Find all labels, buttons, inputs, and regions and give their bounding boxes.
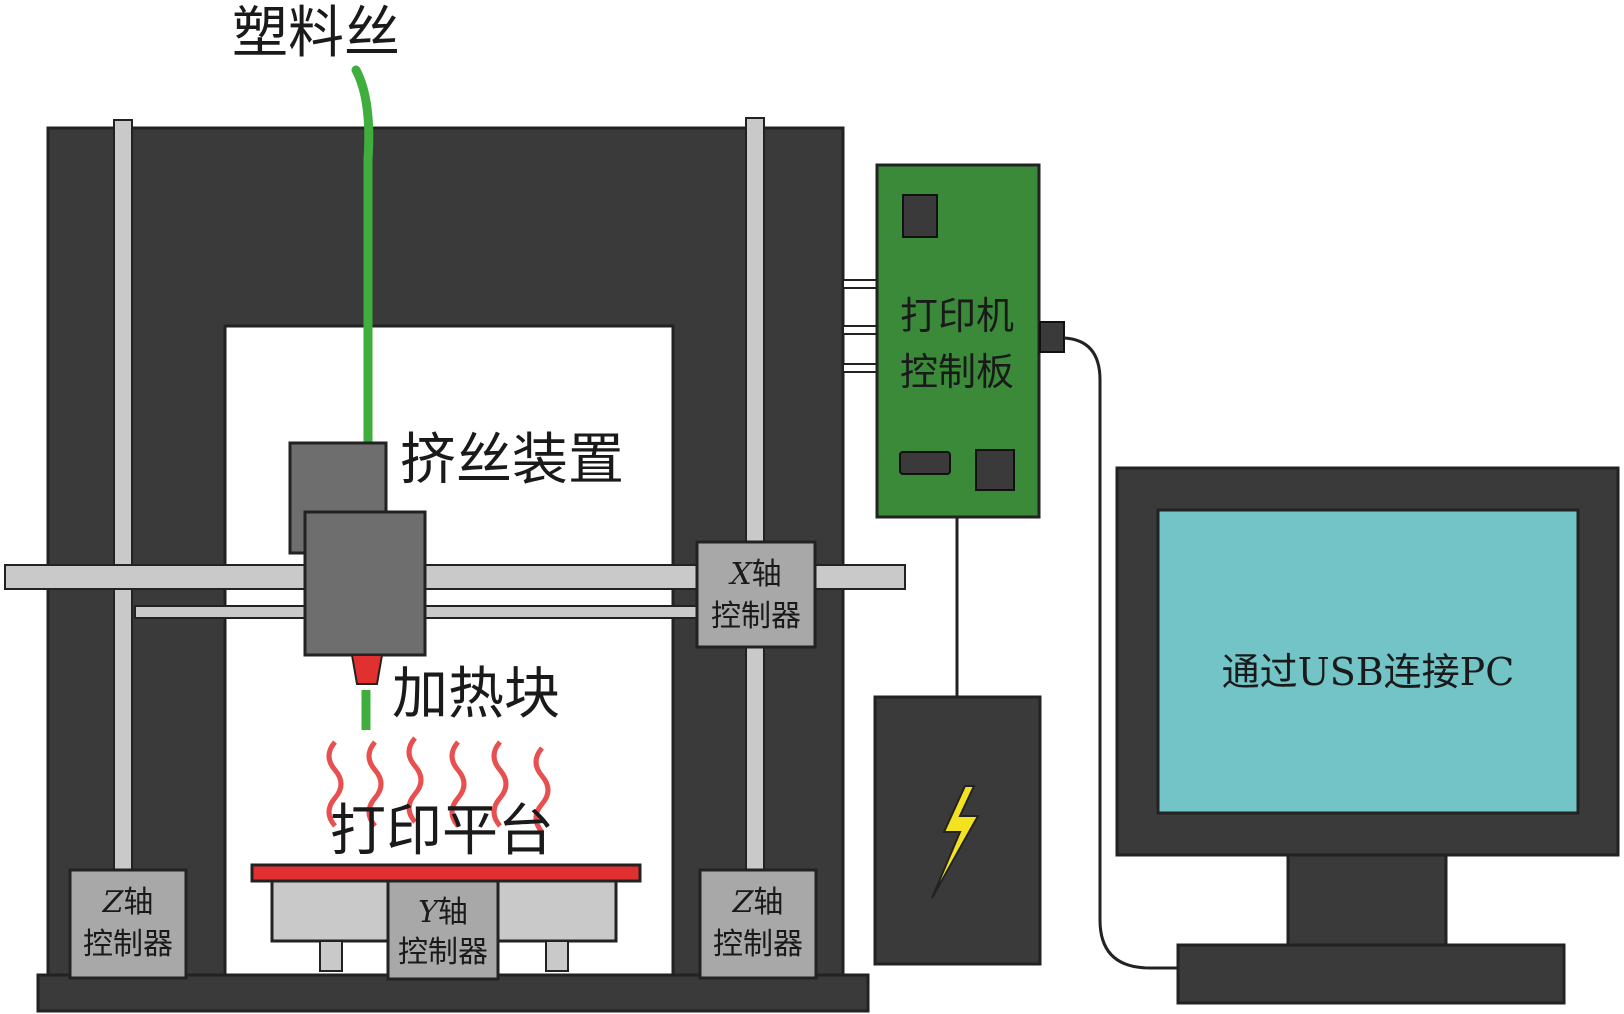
nozzle	[350, 654, 384, 685]
filament-strand	[351, 65, 374, 450]
pc-monitor: 通过USB连接PC	[1115, 466, 1620, 1005]
label-filament: 塑料丝	[232, 1, 400, 66]
svg-text:Z轴: Z轴	[102, 885, 154, 920]
svg-text:控制器: 控制器	[83, 927, 173, 962]
svg-text:控制器: 控制器	[398, 935, 488, 970]
usb-cable	[1063, 336, 1185, 970]
extruder	[288, 441, 427, 685]
z-axis-controller-left: Z轴 控制器	[68, 868, 188, 980]
svg-text:打印机: 打印机	[900, 294, 1014, 338]
label-hotend: 加热块	[392, 662, 560, 727]
label-platform: 打印平台	[330, 799, 554, 864]
z-axis-controller-right: Z轴 控制器	[698, 868, 818, 980]
x-axis-controller: X轴 控制器	[695, 540, 817, 649]
svg-text:控制器: 控制器	[711, 599, 801, 634]
svg-text:X轴: X轴	[728, 557, 781, 592]
power-supply	[873, 695, 1042, 966]
board-connectors	[842, 279, 880, 373]
lightning-bolt-icon	[931, 785, 980, 899]
svg-text:Z轴: Z轴	[732, 885, 784, 920]
monitor-text: 通过USB连接PC	[1222, 650, 1515, 694]
label-extruder: 挤丝装置	[400, 428, 624, 493]
printer-control-board: 打印机 控制板	[875, 163, 1065, 519]
z-rails	[113, 117, 765, 881]
svg-text:控制板: 控制板	[900, 350, 1014, 394]
svg-text:Y轴: Y轴	[418, 895, 468, 930]
heat-waves	[326, 736, 551, 834]
y-axis-controller: Y轴 控制器	[386, 879, 500, 981]
svg-text:控制器: 控制器	[713, 927, 803, 962]
